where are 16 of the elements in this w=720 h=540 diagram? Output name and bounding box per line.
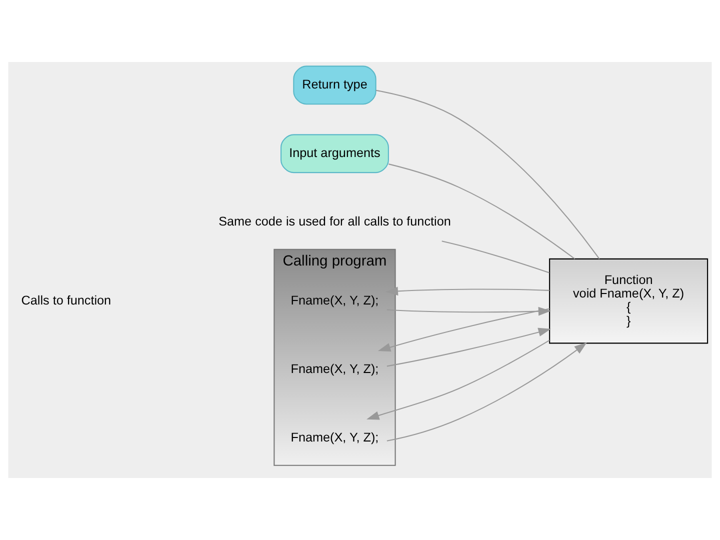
- node-text: Fname(X, Y, Z);: [290, 362, 379, 376]
- arrow: [386, 342, 587, 442]
- connector: [376, 90, 600, 260]
- connector: [442, 240, 550, 274]
- node-box: Function void Fname(X, Y, Z) { }: [549, 258, 708, 344]
- node-box: Return type: [293, 66, 376, 105]
- arrow: [385, 286, 550, 296]
- node-text: Same code is used for all calls to function: [218, 214, 451, 228]
- node-text: Fname(X, Y, Z);: [290, 293, 379, 308]
- arrow: [366, 340, 550, 420]
- node-text: Fname(X, Y, Z);: [290, 430, 379, 444]
- arrow: [378, 308, 550, 352]
- node-box: Input arguments: [280, 134, 389, 174]
- connector: [388, 164, 576, 260]
- label: Calls to function: [21, 293, 112, 308]
- arrow: [386, 328, 551, 367]
